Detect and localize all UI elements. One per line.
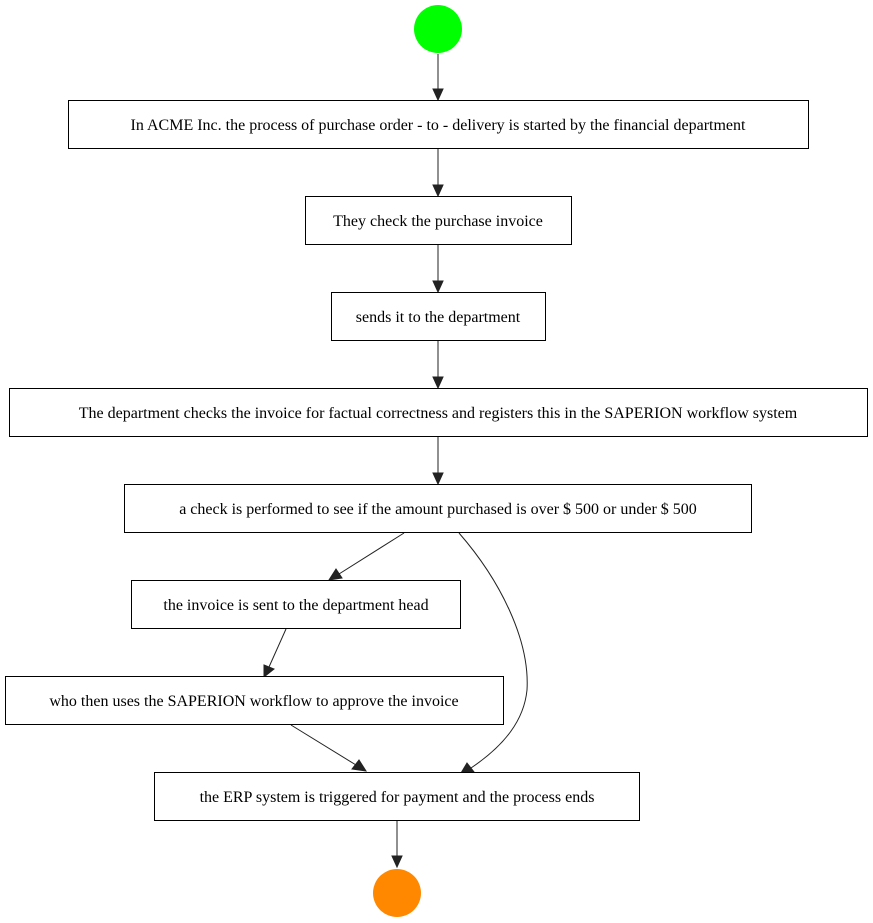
edge-s5-to-s8 — [458, 532, 528, 769]
step-node: the ERP system is triggered for payment … — [154, 772, 640, 821]
edge-s5-to-s6 — [338, 532, 405, 575]
step-box — [68, 100, 809, 149]
step-node: a check is performed to see if the amoun… — [124, 484, 752, 533]
edge-s7-to-s8 — [290, 724, 357, 766]
step-label: sends it to the department — [356, 309, 521, 326]
arrowhead-s7-to-s8 — [351, 759, 368, 772]
end-node — [373, 869, 421, 917]
step-box — [331, 292, 546, 341]
step-node: They check the purchase invoice — [305, 196, 572, 245]
step-label: the invoice is sent to the department he… — [163, 597, 428, 614]
step-node: The department checks the invoice for fa… — [9, 388, 868, 437]
arrowhead-start-to-s1 — [432, 88, 444, 102]
arrowhead-s3-to-s4 — [432, 376, 444, 390]
step-label: a check is performed to see if the amoun… — [179, 501, 697, 518]
step-label: In ACME Inc. the process of purchase ord… — [131, 117, 746, 134]
step-box — [9, 388, 868, 437]
arrowhead-s5-to-s8 — [460, 762, 475, 774]
arrowhead-s2-to-s3 — [432, 280, 444, 294]
arrowhead-s6-to-s7 — [263, 664, 275, 679]
step-box — [305, 196, 572, 245]
step-node: the invoice is sent to the department he… — [131, 580, 461, 629]
start-node — [414, 5, 462, 53]
step-label: the ERP system is triggered for payment … — [200, 789, 595, 806]
step-label: who then uses the SAPERION workflow to a… — [49, 693, 458, 710]
step-label: The department checks the invoice for fa… — [79, 405, 798, 422]
edge-s6-to-s7 — [268, 628, 287, 668]
arrowhead-s8-to-end — [391, 855, 403, 869]
step-box — [154, 772, 640, 821]
step-box — [124, 484, 752, 533]
step-node: who then uses the SAPERION workflow to a… — [5, 676, 504, 725]
edges — [263, 54, 528, 869]
arrowhead-s1-to-s2 — [432, 184, 444, 198]
step-node: sends it to the department — [331, 292, 546, 341]
step-node: In ACME Inc. the process of purchase ord… — [68, 100, 809, 149]
step-label: They check the purchase invoice — [333, 213, 543, 230]
arrowhead-s4-to-s5 — [432, 472, 444, 486]
step-box — [5, 676, 504, 725]
arrowhead-s5-to-s6 — [327, 568, 343, 581]
step-box — [131, 580, 461, 629]
